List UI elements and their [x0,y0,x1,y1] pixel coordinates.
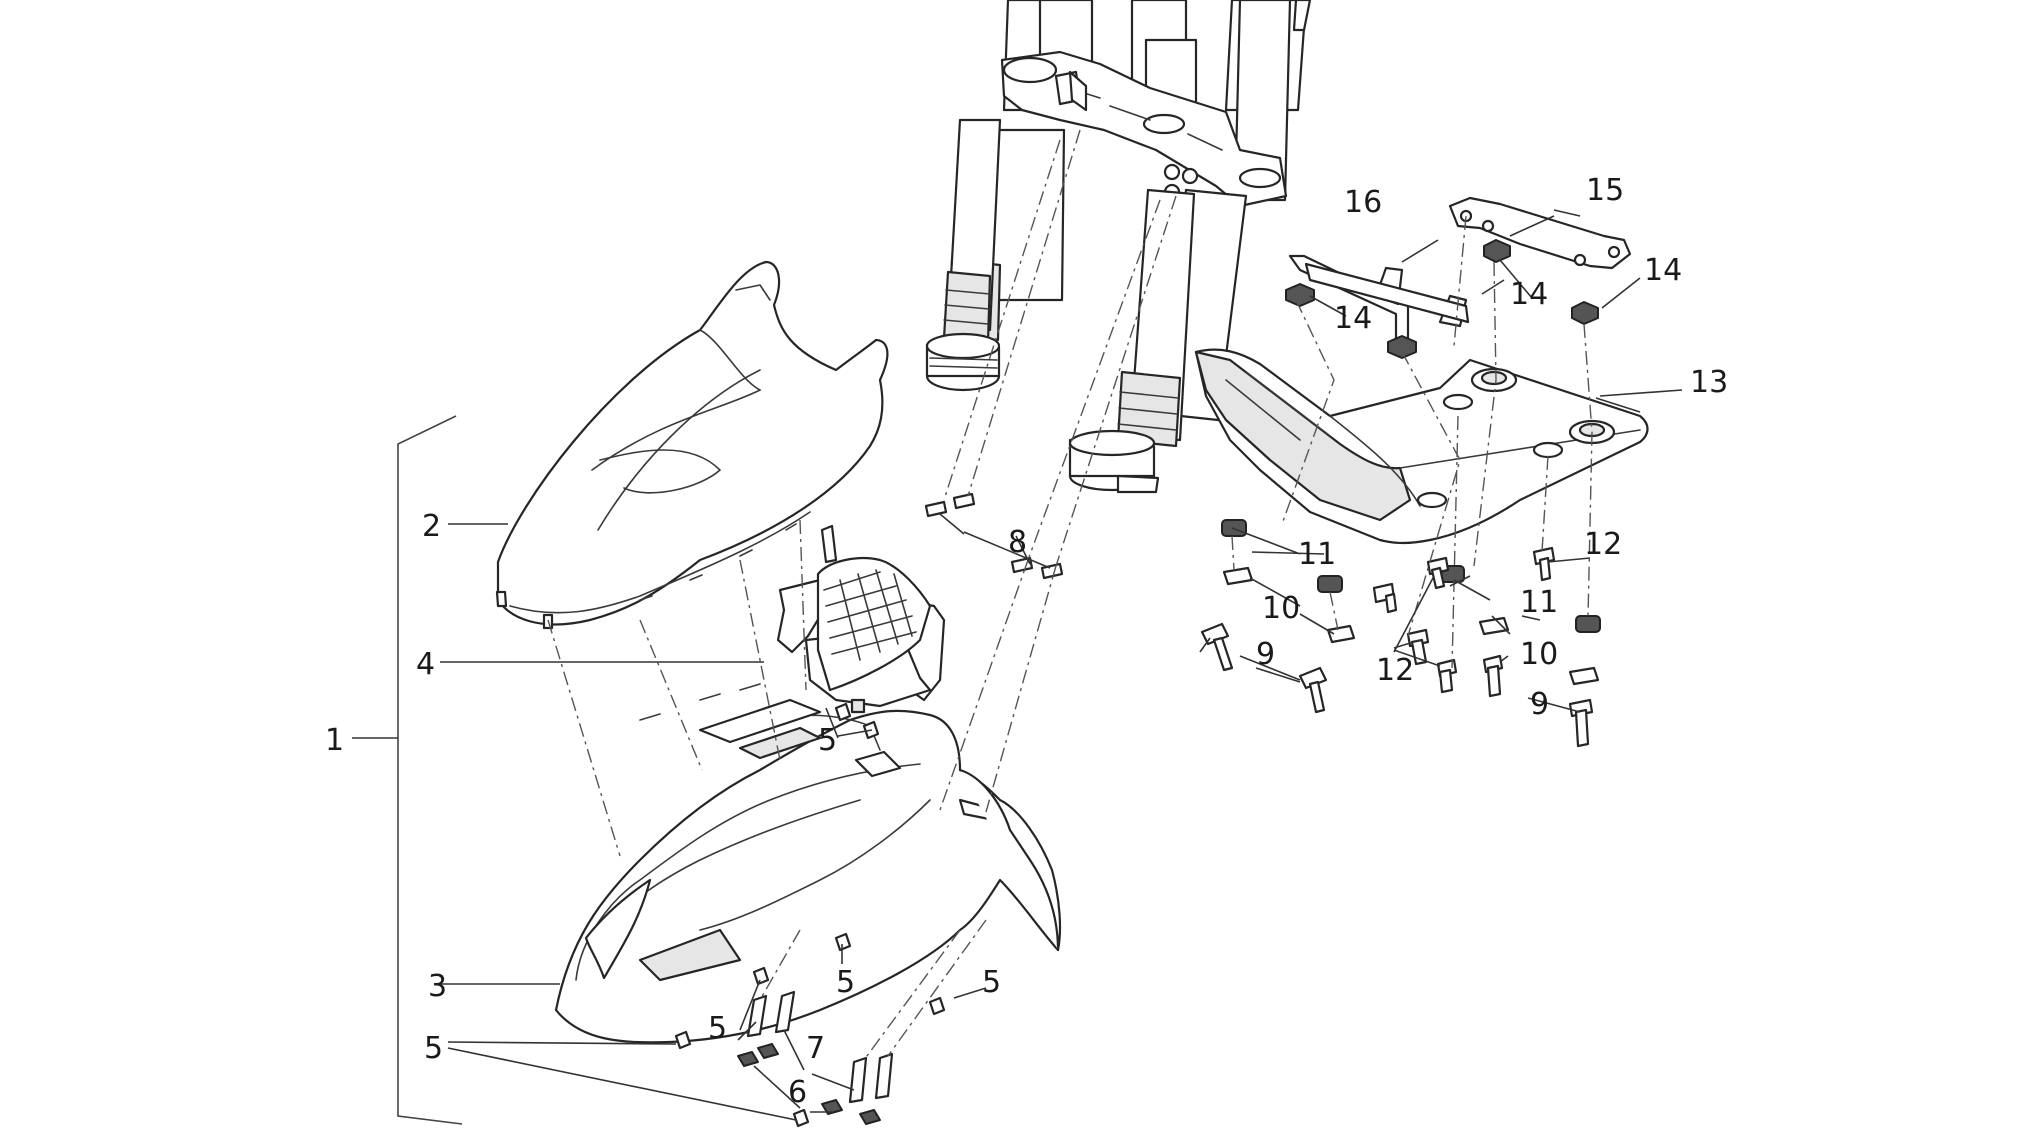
assembly-lines [547,129,1593,1061]
callout-4: 4 [416,647,435,682]
hardware-fasteners-8 [924,492,1064,580]
part-3-front-mudguard [554,683,1062,1044]
callout-8: 8 [1008,525,1027,560]
callout-14-c: 14 [1644,253,1682,288]
callout-9-b: 9 [1530,687,1549,722]
callout-3: 3 [428,969,447,1004]
fork-leg-left [925,0,1068,392]
hardware-nuts-6 [737,1043,881,1125]
callout-5-d: 5 [982,965,1001,1000]
hardware-screws-5 [674,702,946,1128]
part-16-bracket [1288,254,1470,342]
callout-5-e: 5 [708,1011,727,1046]
callout-14-a: 14 [1334,301,1372,336]
part-4-air-duct-grille [776,524,946,714]
fork-leg-right [1068,188,1248,494]
hardware-clips-14 [1285,239,1599,359]
front-fork-assembly [925,0,1312,494]
callout-6: 6 [788,1075,807,1110]
callout-5-c: 5 [836,965,855,1000]
part-2-front-fender-cover [495,260,889,630]
callout-10-a: 10 [1262,591,1300,626]
callout-12-a: 12 [1376,653,1414,688]
callout-1: 1 [325,723,344,758]
part-15-mounting-plate [1448,196,1632,270]
callout-labels: 1 2 3 4 5 5 5 5 5 5 6 7 8 9 9 10 10 11 1… [325,173,1728,1110]
callout-5-b: 5 [818,723,837,758]
callout-15: 15 [1586,173,1624,208]
callout-14-b: 14 [1510,277,1548,312]
callout-16: 16 [1344,185,1382,220]
callout-10-b: 10 [1520,637,1558,672]
leader-lines [352,209,1683,1121]
callout-2: 2 [422,509,441,544]
fork-triple-clamp [1000,50,1288,208]
callout-11-b: 11 [1520,585,1558,620]
callout-11-a: 11 [1298,537,1336,572]
part-13-skid-plate [1194,348,1649,545]
callout-9-a: 9 [1256,637,1275,672]
assembly-bracket [397,415,463,1125]
callout-5-a: 5 [424,1031,443,1066]
callout-12-b: 12 [1584,527,1622,562]
callout-7: 7 [806,1031,825,1066]
callout-13: 13 [1690,365,1728,400]
